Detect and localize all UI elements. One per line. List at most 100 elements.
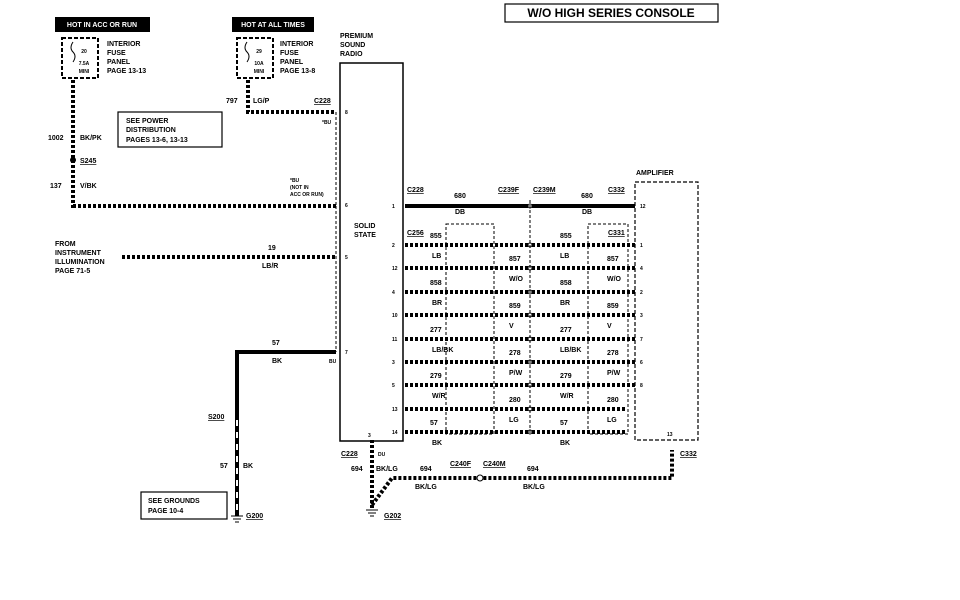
radio-pin-3: 3 bbox=[392, 360, 395, 366]
w797-connector: C228 bbox=[314, 98, 331, 105]
acc-header: HOT IN ACC OR RUN bbox=[67, 22, 137, 29]
w1002-circuit: 1002 bbox=[48, 135, 64, 142]
amplifier-title: AMPLIFIER bbox=[636, 170, 674, 177]
c240-connector-dot bbox=[476, 474, 484, 482]
fuse-1-label-4: PAGE 13-13 bbox=[107, 68, 146, 75]
see-grounds-box bbox=[140, 491, 228, 520]
fuse-2-label-2: FUSE bbox=[280, 50, 299, 57]
w797-circuit: 797 bbox=[226, 98, 238, 105]
wire-color-rr-8: LG bbox=[607, 417, 617, 424]
twisted-pair-outline-right bbox=[587, 223, 629, 435]
bottom-circuit-right: 694 bbox=[527, 466, 539, 473]
amp-pin-1: 1 bbox=[640, 243, 643, 249]
radio-pin-5: 5 bbox=[392, 383, 395, 389]
wire-color-l-3: BR bbox=[432, 300, 442, 307]
wire-color-l-1: LB bbox=[432, 253, 441, 260]
s245-label: S245 bbox=[80, 158, 96, 165]
fuse-2: 29 10A MINI bbox=[236, 37, 274, 79]
see-grounds-2: PAGE 10-4 bbox=[148, 508, 183, 515]
wire-circuit-r-3: 858 bbox=[560, 280, 572, 287]
radio-state-1: SOLID bbox=[354, 223, 375, 230]
w57-note: BU bbox=[329, 359, 337, 365]
amp-pin-12: 12 bbox=[640, 204, 646, 210]
wire-color-lr-8: LG bbox=[509, 417, 519, 424]
amp-bottom-pin: 13 bbox=[667, 432, 673, 438]
w680-circuit-right: 680 bbox=[581, 193, 593, 200]
wire-circuit-l-3: 858 bbox=[430, 280, 442, 287]
wire-694 bbox=[370, 440, 674, 508]
see-power-3: PAGES 13-6, 13-13 bbox=[126, 137, 188, 144]
wire-circuit-rr-6: 278 bbox=[607, 350, 619, 357]
speaker-wires: 680DB680DB855LB855LB857W/O857W/O858BR858… bbox=[405, 193, 635, 447]
radio-left-pin-6: 6 bbox=[345, 203, 348, 209]
see-grounds-1: SEE GROUNDS bbox=[148, 498, 200, 505]
w137-color: V/BK bbox=[80, 183, 97, 190]
wire-color-r-1: LB bbox=[560, 253, 569, 260]
diagram-title-text: W/O HIGH SERIES CONSOLE bbox=[527, 6, 694, 20]
c239m-label: C239M bbox=[533, 187, 556, 194]
wire-circuit-rr-2: 857 bbox=[607, 256, 619, 263]
wire-color-r-9: BK bbox=[560, 440, 570, 447]
w680-color-left: DB bbox=[455, 209, 465, 216]
amp-pin-7: 7 bbox=[640, 337, 643, 343]
wire-color-l-9: BK bbox=[432, 440, 442, 447]
always-header-box bbox=[232, 17, 314, 32]
bottom-circuit-left: 694 bbox=[351, 466, 363, 473]
see-power-1: SEE POWER bbox=[126, 118, 168, 125]
radio-pin-13: 13 bbox=[392, 407, 398, 413]
ground-symbol-g200 bbox=[231, 515, 243, 523]
w19-color: LB/R bbox=[262, 263, 278, 270]
fuse-2-type: MINI bbox=[254, 69, 265, 75]
bottom-c228: C228 bbox=[341, 451, 358, 458]
w57-circuit: 57 bbox=[272, 340, 280, 347]
radio-title-1: PREMIUM bbox=[340, 33, 373, 40]
w680-color-right: DB bbox=[582, 209, 592, 216]
w1002-color: BK/PK bbox=[80, 135, 102, 142]
w137-note-1: *BU bbox=[290, 178, 300, 184]
wire-circuit-rr-4: 859 bbox=[607, 303, 619, 310]
g-circuit: 57 bbox=[220, 463, 228, 470]
wire-color-lr-4: V bbox=[509, 323, 514, 330]
wire-circuit-l-7: 279 bbox=[430, 373, 442, 380]
fuse-1-label-3: PANEL bbox=[107, 59, 131, 66]
fuse-1-label-2: FUSE bbox=[107, 50, 126, 57]
wire-color-lr-6: P/W bbox=[509, 370, 523, 377]
c331-label: C331 bbox=[608, 230, 625, 237]
w797-note: *BU bbox=[322, 120, 332, 126]
w137-circuit: 137 bbox=[50, 183, 62, 190]
radio-pin-11: 11 bbox=[392, 337, 398, 343]
fuse-2-label-3: PANEL bbox=[280, 59, 304, 66]
wire-circuit-l-1: 855 bbox=[430, 233, 442, 240]
fuse-2-label-1: INTERIOR bbox=[280, 41, 313, 48]
wire-color-l-7: W/R bbox=[432, 393, 446, 400]
c240f-label: C240F bbox=[450, 461, 472, 468]
fuse-1: 20 7.5A MINI bbox=[61, 37, 99, 79]
amp-pin-3: 3 bbox=[640, 313, 643, 319]
twisted-pair-outline-left bbox=[445, 223, 495, 435]
illum-label-1: FROM bbox=[55, 241, 76, 248]
wire-color-rr-6: P/W bbox=[607, 370, 621, 377]
g202-label: G202 bbox=[384, 513, 401, 520]
wire-circuit-r-7: 279 bbox=[560, 373, 572, 380]
radio-bottom-pin: 3 bbox=[368, 433, 371, 439]
wire-circuit-lr-6: 278 bbox=[509, 350, 521, 357]
bottom-color-right: BK/LG bbox=[523, 484, 545, 491]
radio-pin-1: 1 bbox=[392, 204, 395, 210]
wire-color-rr-4: V bbox=[607, 323, 612, 330]
c240m-label: C240M bbox=[483, 461, 506, 468]
wire-circuit-r-9: 57 bbox=[560, 420, 568, 427]
s200-label: S200 bbox=[208, 414, 224, 421]
fuse-1-label-1: INTERIOR bbox=[107, 41, 140, 48]
radio-left-pin-5: 5 bbox=[345, 255, 348, 261]
bottom-c332: C332 bbox=[680, 451, 697, 458]
w57-color: BK bbox=[272, 358, 282, 365]
wire-circuit-r-5: 277 bbox=[560, 327, 572, 334]
fuse-1-amp: 20 bbox=[81, 49, 87, 55]
always-header: HOT AT ALL TIMES bbox=[241, 22, 305, 29]
wire-circuit-r-1: 855 bbox=[560, 233, 572, 240]
ground-symbol-g202 bbox=[366, 509, 378, 517]
radio-left-pin-7: 7 bbox=[345, 350, 348, 356]
radio-title-2: SOUND bbox=[340, 42, 365, 49]
w137-note-3: ACC OR RUN) bbox=[290, 192, 324, 198]
